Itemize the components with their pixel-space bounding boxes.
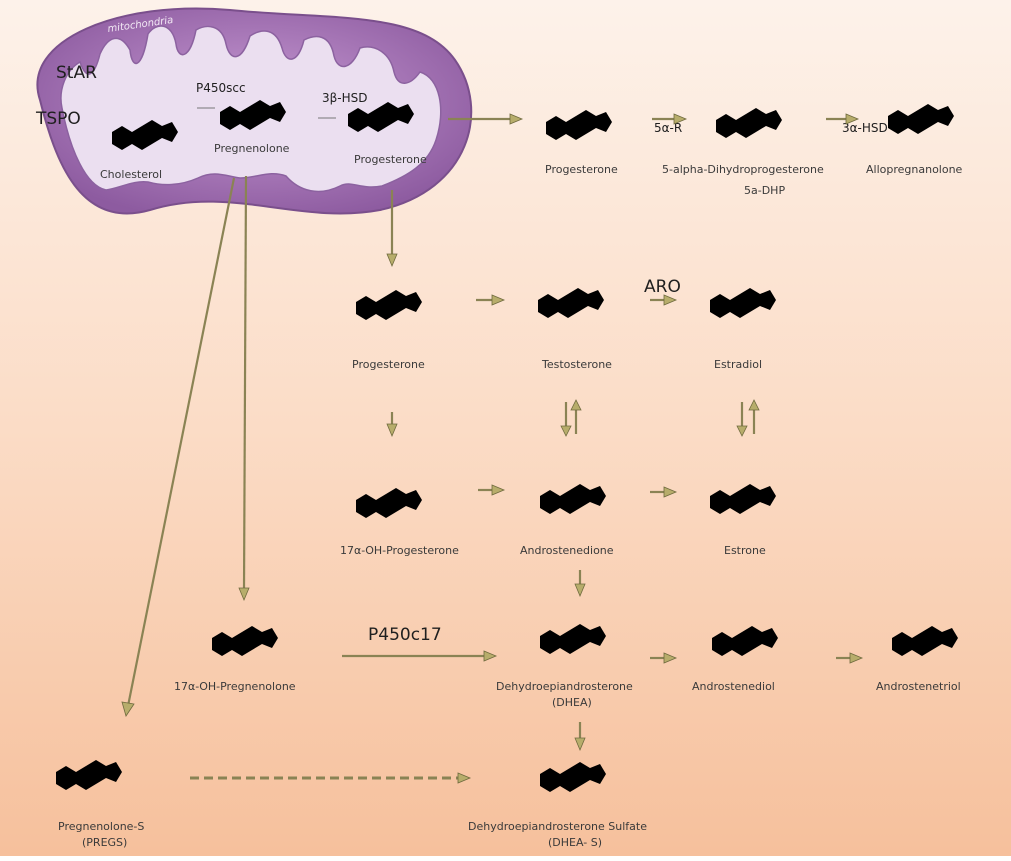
cholesterol-label: Cholesterol [100,168,162,181]
p450c17-label: P450c17 [368,625,442,645]
pregnenolone-mito-label: Pregnenolone [214,142,290,155]
estradiol-label: Estradiol [714,358,762,371]
dihydroprogesterone-abbr: 5a-DHP [744,184,785,197]
arrowhead [509,113,524,125]
dihydroprogesterone-label: 5-alpha-Dihydroprogesterone [662,163,824,176]
arrow-preg-ohpreg [242,175,248,591]
androstenediol-label: Androstenediol [692,680,775,693]
oh-progesterone-label: 17α-OH-Progesterone [340,544,459,557]
tspo-label: TSPO [35,109,81,129]
aro-label: ARO [644,277,681,297]
dhea-abbr: (DHEA) [552,696,592,709]
3beta-hsd-label: 3β-HSD [322,91,368,105]
androstenedione-label: Androstenedione [520,544,614,557]
molecule-labels: Cholesterol Pregnenolone Progesterone Pr… [58,142,963,849]
p450scc-label: P450scc [196,81,246,95]
progesterone-mito-label: Progesterone [354,153,427,166]
5alpha-r-label: 5α-R [654,121,682,135]
dheas-abbr: (DHEA- S) [548,836,602,849]
testosterone-label: Testosterone [541,358,612,371]
progesterone-2-label: Progesterone [352,358,425,371]
arrow-preg-pregs [126,177,236,707]
pregs-abbr: (PREGS) [82,836,127,849]
star-label: StAR [56,63,97,83]
3alpha-hsd-label: 3α-HSD [842,121,888,135]
pathway-arrows [121,107,864,784]
dheas-label: Dehydroepiandrosterone Sulfate [468,820,647,833]
progesterone-1-label: Progesterone [545,163,618,176]
oh-pregnenolone-label: 17α-OH-Pregnenolone [174,680,296,693]
estrone-label: Estrone [724,544,766,557]
androstenetriol-label: Androstenetriol [876,680,961,693]
allopregnanolone-label: Allopregnanolone [866,163,963,176]
dhea-label: Dehydroepiandrosterone [496,680,633,693]
pregs-label: Pregnenolone-S [58,820,144,833]
